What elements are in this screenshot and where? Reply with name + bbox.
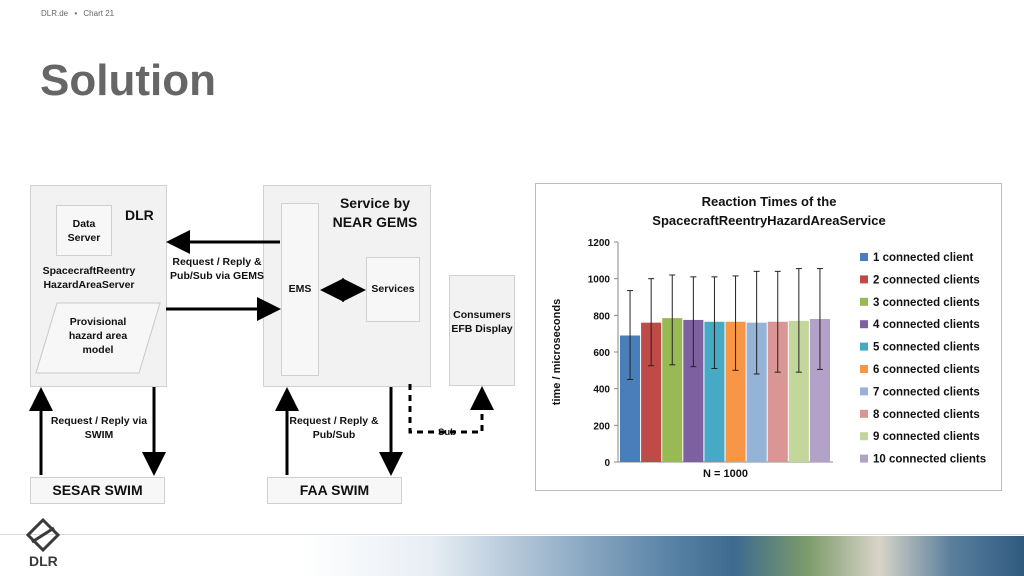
server-name-label: SpacecraftReentry HazardAreaServer: [42, 265, 136, 291]
legend-label-2: 2 connected clients: [873, 274, 980, 286]
y-tick-label: 200: [593, 421, 610, 432]
sesar-swim-label: SESAR SWIM: [52, 482, 143, 498]
sesar-swim-box: [30, 477, 165, 504]
legend-label-6: 6 connected clients: [873, 364, 980, 376]
y-tick-label: 0: [604, 458, 610, 469]
legend-swatch-3: [860, 297, 868, 306]
legend-label-7: 7 connected clients: [873, 386, 980, 398]
chart-title-line-2: SpacecraftReentryHazardAreaService: [652, 213, 885, 228]
legend-label-8: 8 connected clients: [873, 409, 980, 421]
faa-swim-label: FAA SWIM: [299, 482, 370, 498]
bar-9: [788, 320, 809, 462]
legend-swatch-6: [860, 365, 868, 373]
legend-swatch-1: [860, 253, 868, 261]
legend-swatch-9: [860, 432, 868, 441]
legend-label-3: 3 connected clients: [873, 297, 980, 309]
y-axis-label: time / microseconds: [551, 299, 563, 405]
service-box-title: Service by NEAR GEMS: [332, 195, 418, 230]
legend-swatch-7: [860, 387, 868, 396]
mid-bottom-label: Request / Reply & Pub/Sub: [289, 415, 379, 441]
bar-2: [641, 322, 662, 462]
consumers-label: Consumers EFB Display: [451, 309, 513, 335]
footer-divider: [0, 534, 1024, 535]
dlr-box-title: DLR: [125, 207, 154, 223]
provisional-model-shape: [35, 302, 161, 374]
legend-swatch-10: [860, 454, 868, 463]
bar-8: [767, 321, 788, 462]
y-tick-label: 800: [593, 311, 610, 322]
services-box: [366, 257, 420, 322]
sub-label: Sub: [434, 426, 460, 440]
earth-banner-image: [300, 536, 1024, 576]
header-source: DLR.de: [41, 9, 69, 18]
bar-6: [725, 321, 746, 462]
bar-3: [662, 318, 683, 462]
services-label: Services: [371, 283, 415, 295]
chart-title-line-1: Reaction Times of the: [702, 194, 837, 209]
faa-swim-box: [267, 477, 402, 504]
legend-label-1: 1 connected client: [873, 252, 974, 264]
reaction-times-chart: Reaction Times of theSpacecraftReentryHa…: [551, 194, 986, 480]
bar-1: [620, 335, 641, 462]
header-separator: •: [74, 9, 78, 18]
legend-swatch-5: [860, 342, 868, 351]
provisional-model-label: Provisional hazard area model: [68, 316, 128, 356]
legend-label-9: 9 connected clients: [873, 431, 980, 443]
legend-label-5: 5 connected clients: [873, 342, 980, 354]
ems-box: [281, 203, 319, 376]
consumers-box: [449, 275, 515, 386]
y-tick-label: 1000: [588, 275, 611, 286]
legend-swatch-8: [860, 409, 868, 418]
legend-label-10: 10 connected clients: [873, 454, 986, 466]
header-meta: DLR.de • Chart 21: [41, 9, 114, 18]
top-arrow-label: Request / Reply & Pub/Sub via GEMS: [170, 256, 264, 282]
legend-swatch-4: [860, 320, 868, 329]
bar-4: [683, 319, 704, 462]
header-chart-label: Chart 21: [83, 9, 115, 18]
bar-10: [809, 319, 830, 462]
data-server-box: [56, 205, 112, 256]
left-bottom-label: Request / Reply via SWIM: [50, 415, 148, 441]
ems-label: EMS: [288, 283, 312, 295]
bar-5: [704, 321, 725, 462]
legend-swatch-2: [860, 275, 868, 284]
y-tick-label: 1200: [588, 238, 611, 249]
dlr-logo-text: DLR: [29, 553, 58, 569]
y-tick-label: 400: [593, 385, 610, 396]
legend-label-4: 4 connected clients: [873, 319, 980, 331]
bar-7: [746, 322, 767, 462]
y-tick-label: 600: [593, 348, 610, 359]
x-axis-label: N = 1000: [703, 468, 748, 480]
slide-title: Solution: [40, 56, 216, 105]
dlr-logo-icon: [26, 518, 60, 552]
data-server-label: Data Server: [67, 218, 101, 244]
dashed-sub-arrow: [408, 384, 494, 434]
